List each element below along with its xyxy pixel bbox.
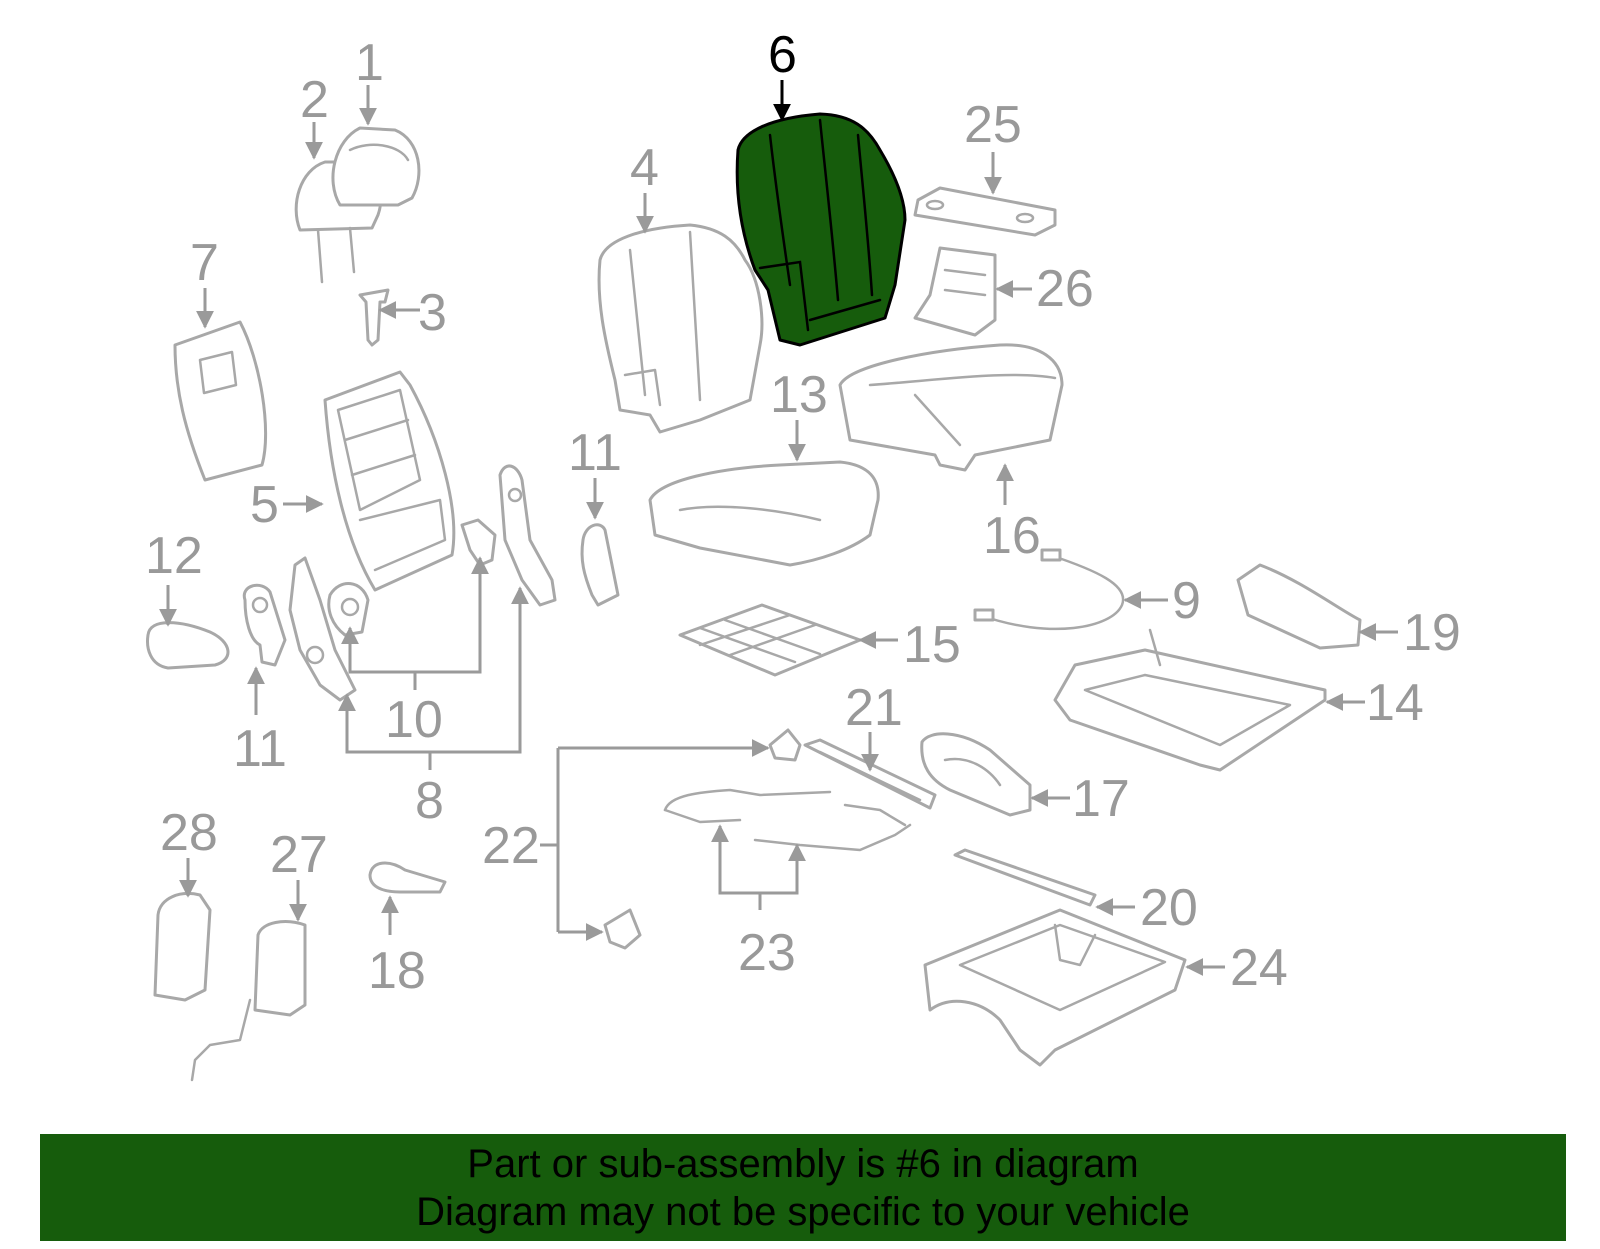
callout-24: 24 [1230,939,1288,997]
back-panel-part-7[interactable] [173,320,268,482]
banner-line-1: Part or sub-assembly is #6 in diagram [467,1141,1139,1186]
callout-16: 16 [983,507,1041,565]
callout-12: 12 [145,527,203,585]
recliner-part-10-left[interactable] [327,582,370,637]
bracket-part-26[interactable] [913,246,997,337]
callout-1: 1 [355,34,384,92]
callout-23: 23 [738,924,796,982]
callout-22: 22 [482,817,540,875]
recliner-part-8-right[interactable] [498,464,557,607]
tray-part-25[interactable] [913,186,1057,237]
seat-riser-part-24[interactable] [923,908,1187,1067]
callout-19: 19 [1403,604,1461,662]
callout-18: 18 [368,942,426,1000]
leader-lines [159,80,1398,976]
wire-harness-part-23[interactable] [663,788,912,852]
callout-28: 28 [160,804,218,862]
callout-20: 20 [1140,879,1198,937]
seat-cushion-part-16[interactable] [838,343,1064,472]
recliner-cover-part-11-right[interactable] [580,523,620,607]
callout-4: 4 [630,139,659,197]
side-cover-part-17[interactable] [920,732,1032,817]
rail-part-20[interactable] [953,848,1097,907]
track-part-21[interactable] [803,738,937,810]
callout-25: 25 [964,96,1022,154]
callout-6-highlighted: 6 [768,26,797,84]
recliner-part-10-right[interactable] [460,518,497,567]
callout-11-left: 11 [233,720,287,778]
callout-3: 3 [418,284,447,342]
switch-harness-part-27[interactable] [190,920,307,1082]
seat-cushion-part-13[interactable] [648,460,880,567]
seat-frame-part-14[interactable] [1053,628,1327,772]
callout-13: 13 [770,366,828,424]
headrest-guide-part-3[interactable] [358,288,390,347]
seatback-cushion-part-4[interactable] [597,223,764,434]
handle-part-18[interactable] [368,861,447,894]
headrest-part-1[interactable] [331,126,421,207]
callout-5: 5 [250,476,279,534]
callout-15: 15 [903,616,961,674]
seatback-frame-part-5[interactable] [323,370,456,592]
callout-labels: 1 2 3 7 5 4 6 25 26 13 16 11 12 11 10 8 … [145,26,1461,1000]
callout-8: 8 [415,772,444,830]
callout-27: 27 [270,826,328,884]
callout-7: 7 [190,234,219,292]
cable-part-9[interactable] [973,548,1125,631]
callout-26: 26 [1036,260,1094,318]
recliner-cover-part-11-left[interactable] [242,583,287,667]
callout-17: 17 [1072,770,1130,828]
cushion-mat-part-15[interactable] [678,603,862,677]
callout-9: 9 [1172,572,1201,630]
trim-cover-part-12[interactable] [146,621,230,670]
callout-21: 21 [845,679,903,737]
callout-14: 14 [1366,674,1424,732]
side-shield-part-19[interactable] [1236,563,1362,650]
info-banner: Part or sub-assembly is #6 in diagram Di… [40,1134,1566,1241]
seatback-cover-part-6-highlighted[interactable] [735,112,907,347]
bracket-part-22-upper[interactable] [768,728,802,762]
callout-2: 2 [300,71,329,129]
switch-cover-part-28[interactable] [153,892,212,1002]
callout-10: 10 [385,691,443,749]
bracket-part-22-lower[interactable] [603,908,642,950]
banner-line-2: Diagram may not be specific to your vehi… [416,1189,1190,1234]
callout-11-right: 11 [568,424,622,482]
